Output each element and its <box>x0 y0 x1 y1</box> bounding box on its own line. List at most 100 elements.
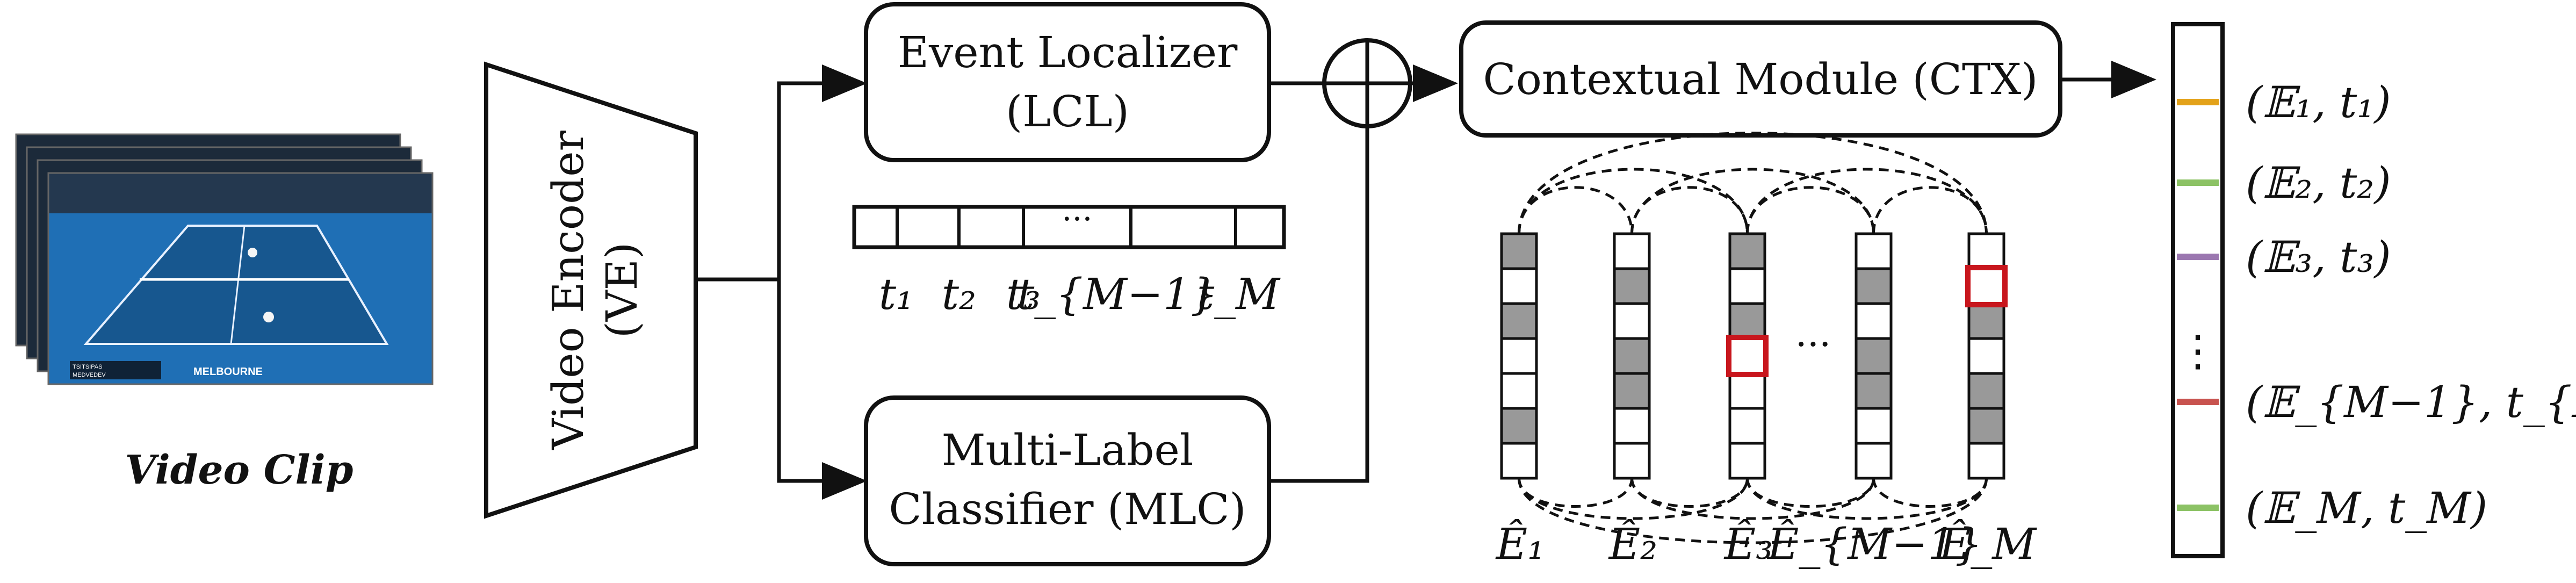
embedding-cell <box>1613 267 1651 305</box>
embedding-cell <box>1728 442 1766 480</box>
embedding-cell <box>1500 337 1538 375</box>
attention-arc <box>1630 186 1749 234</box>
embedding-labels: Ê₁ Ê₂ Ê₃ Ê_{M−1} Ê_M <box>1495 519 2037 569</box>
event-localizer-label-line2: (LCL) <box>1006 87 1129 136</box>
attention-arc <box>1518 186 1633 234</box>
embedding-label-E3: Ê₃ <box>1723 519 1773 569</box>
time-strip: ··· t₁ t₂ t₃ t_{M−1} t_M <box>852 200 1286 319</box>
encoder-connectors <box>696 64 867 500</box>
embedding-cell <box>1728 407 1766 445</box>
scoreboard <box>70 361 161 379</box>
time-label-t1: t₁ <box>879 269 913 319</box>
embedding-column <box>1500 232 1538 480</box>
classifier-label-line1: Multi-Label <box>942 425 1194 475</box>
time-label-tM: t_M <box>1197 269 1281 319</box>
attention-arc <box>1746 168 1988 234</box>
embedding-cell <box>1855 442 1893 480</box>
embedding-cell <box>1500 372 1538 410</box>
embedding-cell <box>1728 372 1766 410</box>
attention-arc <box>1630 478 1875 520</box>
embedding-cell <box>1855 302 1893 340</box>
embedding-cell <box>1500 232 1538 270</box>
embedding-cell <box>1613 232 1651 270</box>
player-icon <box>248 248 257 257</box>
attention-arc <box>1872 186 1988 234</box>
contextual-module-block: Contextual Module (CTX) <box>1459 20 2062 138</box>
attention-arc <box>1746 478 1875 508</box>
embedding-cell <box>1855 337 1893 375</box>
embedding-cell <box>1855 372 1893 410</box>
embedding-cell <box>1500 407 1538 445</box>
attention-arc <box>1518 168 1749 234</box>
video-encoder-block: Video Encoder (VE) <box>484 61 698 519</box>
attention-arcs <box>1518 132 1988 544</box>
time-label-t3: t₃ <box>1006 269 1041 319</box>
output-vdots: ⋮ <box>2176 326 2219 376</box>
video-clip-caption: Video Clip <box>125 447 353 493</box>
event-localizer-label-line1: Event Localizer <box>898 27 1238 77</box>
multi-label-classifier-block: Multi-Label Classifier (MLC) <box>864 395 1271 566</box>
tennis-court-lines <box>83 225 389 345</box>
player-icon <box>263 312 274 322</box>
fusion-connectors <box>1269 64 1458 483</box>
time-strip-dots: ··· <box>1062 200 1092 238</box>
embedding-column <box>1855 232 1893 480</box>
embedding-cell <box>1613 407 1651 445</box>
highlighted-cell <box>1965 265 2008 307</box>
event-label: (𝔼₂, t₂) <box>2246 158 2391 208</box>
fusion-add-icon <box>1322 38 1412 128</box>
embedding-cell <box>1967 372 2005 410</box>
embedding-cell <box>1967 232 2005 270</box>
attention-arc <box>1630 478 1749 508</box>
embedding-dots: ··· <box>1795 322 1831 366</box>
embedding-cell <box>1967 337 2005 375</box>
embedding-cell <box>1967 267 2005 305</box>
embedding-cell <box>1613 372 1651 410</box>
attention-arc <box>1746 186 1875 234</box>
video-clip: TSITSIPAS MEDVEDEV MELBOURNE <box>15 133 434 385</box>
output-events: (𝔼₁, t₁) (𝔼₂, t₂) (𝔼₃, t₃) (𝔼_{M−1}, t_{M−1… <box>2177 77 2576 533</box>
embedding-cell <box>1967 407 2005 445</box>
contextual-module-label: Contextual Module (CTX) <box>1483 54 2038 104</box>
embedding-cell <box>1728 232 1766 270</box>
embedding-label-E1: Ê₁ <box>1495 519 1545 569</box>
attention-arc <box>1518 132 1988 234</box>
time-label-tM-1: t_{M−1} <box>1017 269 1218 319</box>
score-row-2: MEDVEDEV <box>73 372 106 378</box>
embedding-cell <box>1613 442 1651 480</box>
embedding-cell <box>1855 232 1893 270</box>
venue-watermark: MELBOURNE <box>193 366 263 378</box>
embedding-cell <box>1967 442 2005 480</box>
embedding-column <box>1613 232 1651 480</box>
video-encoder-label-line2: (VE) <box>597 242 647 339</box>
score-row-1: TSITSIPAS <box>73 364 102 370</box>
event-label: (𝔼₃, t₃) <box>2246 232 2391 282</box>
embedding-cell <box>1613 337 1651 375</box>
embedding-column <box>1726 232 1769 480</box>
attention-arc <box>1518 478 1633 508</box>
embedding-label-EM: Ê_M <box>1938 519 2037 569</box>
time-label-t2: t₂ <box>942 269 976 319</box>
event-label: (𝔼₁, t₁) <box>2246 77 2391 127</box>
event-localizer-block: Event Localizer (LCL) <box>864 2 1271 162</box>
embedding-cell <box>1855 267 1893 305</box>
embedding-cell <box>1855 407 1893 445</box>
video-frame-front: TSITSIPAS MEDVEDEV MELBOURNE <box>48 173 432 384</box>
highlighted-cell <box>1726 335 1769 377</box>
output-vector: ⋮ <box>2171 22 2225 558</box>
embedding-cell <box>1728 337 1766 375</box>
embedding-cell <box>1500 302 1538 340</box>
embedding-label-EM-1: Ê_{M−1} <box>1766 519 1982 569</box>
embedding-cell <box>1728 267 1766 305</box>
embedding-column <box>1965 232 2008 480</box>
attention-arc <box>1872 478 1988 508</box>
embedding-cell <box>1613 302 1651 340</box>
classifier-label-line2: Classifier (MLC) <box>889 484 1246 534</box>
embedding-label-E2: Ê₂ <box>1608 519 1657 569</box>
stands-area <box>48 173 432 213</box>
event-label: (𝔼_M, t_M) <box>2246 483 2487 533</box>
event-label: (𝔼_{M−1}, t_{M−1}) <box>2246 377 2576 427</box>
embedding-columns <box>1500 232 2008 480</box>
attention-arc <box>1746 478 1988 520</box>
